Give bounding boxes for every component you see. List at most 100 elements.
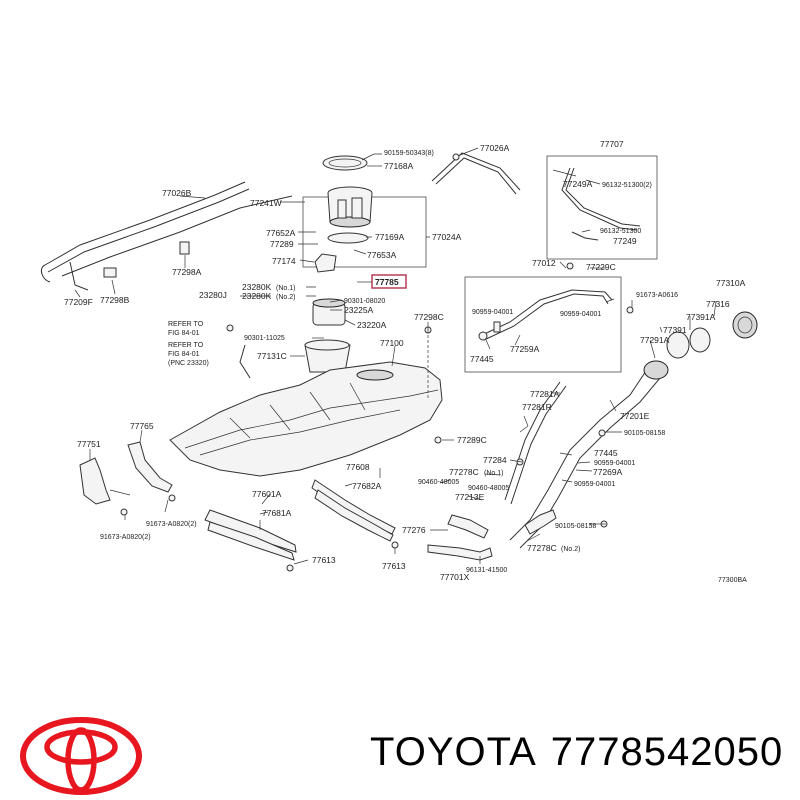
part-labels: 77026A 90159-50343(8) 77168A 77707 77026… — [64, 139, 747, 584]
label-90159: 90159-50343(8) — [384, 150, 434, 157]
label-90959-b: 90959-04001 — [560, 311, 601, 318]
label-77298a: 77298A — [172, 267, 202, 277]
diagram-ref-code: 77300BA — [718, 577, 747, 584]
label-91673-c: 91673-A0820(2) — [100, 534, 151, 541]
label-77249: 77249 — [613, 236, 637, 246]
label-77601a: 77601A — [252, 489, 282, 499]
sender-unit — [239, 298, 351, 379]
brand-name: TOYOTA — [370, 730, 537, 774]
label-77213e: 77213E — [455, 492, 485, 502]
label-77316: 77316 — [706, 299, 730, 309]
vent-pipe-77249a — [561, 167, 641, 241]
vent-group-box — [546, 155, 658, 260]
label-77241w: 77241W — [250, 198, 282, 208]
label-77298b: 77298B — [100, 295, 130, 305]
label-77284: 77284 — [483, 455, 507, 465]
label-77291a: 77291A — [640, 335, 670, 345]
brand-part-number: TOYOTA 7778542050 — [370, 730, 797, 775]
lower-hoses — [427, 509, 557, 561]
label-77276: 77276 — [402, 525, 426, 535]
label-96131: 96131-41500 — [466, 567, 507, 574]
label-77278c-1: 77278C — [449, 467, 479, 477]
label-77201e: 77201E — [620, 411, 650, 421]
label-77613-b: 77613 — [382, 561, 406, 571]
label-77701x: 77701X — [440, 572, 470, 582]
label-77298c: 77298C — [414, 312, 444, 322]
label-refer-2a: REFER TO — [168, 342, 204, 349]
label-77289c: 77289C — [457, 435, 487, 445]
tank-protector-77751 — [79, 457, 131, 505]
label-77608: 77608 — [346, 462, 370, 472]
fuel-pump-module — [314, 186, 373, 273]
label-77229c: 77229C — [586, 262, 616, 272]
label-77785-highlight: 77785 — [375, 277, 399, 287]
label-77652a: 77652A — [266, 228, 296, 238]
label-23220a: 23220A — [357, 320, 387, 330]
label-90959-c: 90959-04001 — [594, 460, 635, 467]
label-77024a: 77024A — [432, 232, 462, 242]
label-77278c-2: 77278C — [527, 543, 557, 553]
label-77278c-2-note: (No.2) — [561, 546, 580, 553]
label-77682a: 77682A — [352, 481, 382, 491]
label-77310a: 77310A — [716, 278, 746, 288]
toyota-logo-icon — [20, 717, 142, 795]
parts-diagram: 77026A 90159-50343(8) 77168A 77707 77026… — [40, 139, 758, 584]
label-77391: 77391 — [663, 325, 687, 335]
label-91673-a: 91673-A0616 — [636, 292, 678, 299]
label-refer-1b: FIG 84-01 — [168, 330, 200, 337]
label-77653a: 77653A — [367, 250, 397, 260]
label-77249a: 77249A — [563, 179, 593, 189]
label-77100: 77100 — [380, 338, 404, 348]
highlight-box — [371, 274, 407, 289]
label-77445-a: 77445 — [470, 354, 494, 364]
label-90105-a: 90105-08158 — [624, 430, 665, 437]
fuel-line-77026a — [431, 152, 521, 195]
label-77259a: 77259A — [510, 344, 540, 354]
label-77168a: 77168A — [384, 161, 414, 171]
label-77707: 77707 — [600, 139, 624, 149]
label-23280j: 23280J — [199, 290, 227, 300]
label-77281r: 77281R — [522, 402, 552, 412]
label-77026b: 77026B — [162, 188, 192, 198]
label-23280k-2-note: (No.2) — [276, 294, 295, 301]
label-90959-d: 90959-04001 — [574, 481, 615, 488]
label-77281a: 77281A — [530, 389, 560, 399]
part-number: 7778542050 — [550, 730, 784, 774]
label-77681a: 77681A — [262, 508, 292, 518]
label-77445-b: 77445 — [594, 448, 618, 458]
label-23280k-1: 23280K — [242, 282, 272, 292]
label-23225a: 23225A — [344, 305, 374, 315]
label-refer-1a: REFER TO — [168, 321, 204, 328]
label-90460-a: 90460-48005 — [418, 479, 459, 486]
label-77751: 77751 — [77, 439, 101, 449]
label-96132-b: 96132-51300 — [600, 228, 641, 235]
label-77289: 77289 — [270, 239, 294, 249]
label-77613-a: 77613 — [312, 555, 336, 565]
bolts — [120, 262, 634, 572]
label-77012: 77012 — [532, 258, 556, 268]
label-77026a: 77026A — [480, 143, 510, 153]
label-77391a: 77391A — [686, 312, 716, 322]
label-90460-b: 90460-48005 — [468, 485, 509, 492]
tank-band-77601a — [204, 509, 297, 561]
vent-hose-77012 — [478, 289, 613, 341]
label-refer-2c: (PNC 23320) — [168, 360, 209, 367]
label-77174: 77174 — [272, 256, 296, 266]
tank-band-77608 — [311, 479, 396, 542]
label-77169a: 77169A — [375, 232, 405, 242]
label-77209f: 77209F — [64, 297, 93, 307]
label-77269a: 77269A — [593, 467, 623, 477]
fuel-line-77026b — [40, 181, 293, 291]
label-90105-b: 90105-08158 — [555, 523, 596, 530]
label-77131c: 77131C — [257, 351, 287, 361]
label-23280k-2: 23280K — [242, 291, 272, 301]
fuel-tank — [169, 361, 443, 477]
bracket-77765 — [127, 441, 173, 493]
vent-hose-group-box — [464, 276, 622, 373]
label-91673-b: 91673-A0820(2) — [146, 521, 197, 528]
pump-ring — [322, 155, 368, 171]
label-96132-a: 96132-51300(2) — [602, 182, 652, 189]
label-23280k-1-note: (No.1) — [276, 285, 295, 292]
label-refer-2b: FIG 84-01 — [168, 351, 200, 358]
label-90301-b: 90301-11025 — [244, 335, 285, 342]
